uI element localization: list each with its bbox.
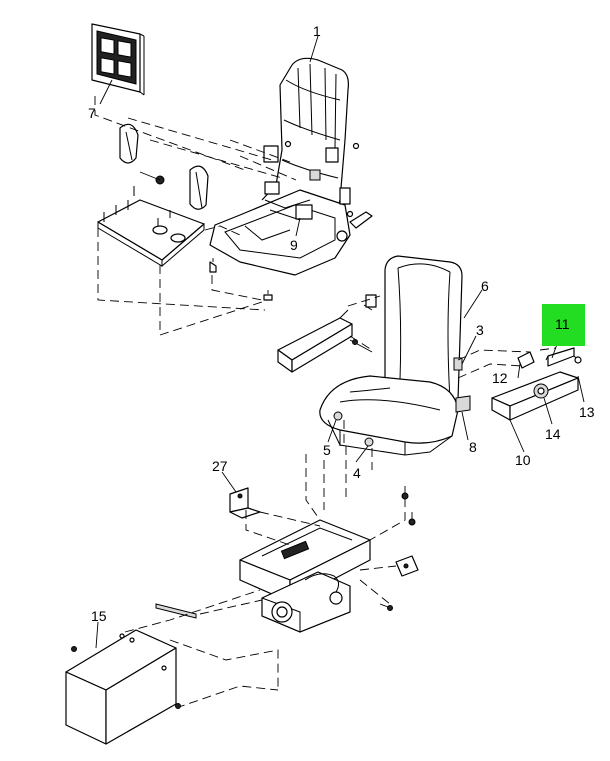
callout-9: 9 [290, 237, 298, 253]
part-15-storage-box [65, 629, 177, 745]
upper-exploded-guide-lines [94, 96, 297, 336]
callout-8: 8 [469, 439, 477, 455]
callout-1: 1 [313, 23, 321, 39]
part-7-label-card [91, 23, 145, 96]
callout-13: 13 [579, 404, 595, 420]
fasteners [71, 486, 416, 709]
callout-5: 5 [323, 442, 331, 458]
lower-exploded-guide-lines [124, 335, 406, 709]
seat-suspension-base [155, 519, 419, 633]
callout-14: 14 [545, 426, 561, 442]
seat-back-straps [119, 123, 209, 210]
callout-labels: 1 7 9 6 3 11 12 13 14 5 8 10 4 27 15 [88, 23, 595, 624]
callout-12: 12 [492, 370, 508, 386]
leader-lines [95, 35, 585, 649]
callout-27: 27 [212, 458, 228, 474]
part-1-seat-back-frame [209, 57, 373, 301]
callout-15: 15 [91, 608, 107, 624]
callout-7: 7 [88, 105, 96, 121]
left-armrest [277, 295, 381, 373]
part-27-bracket [229, 487, 261, 519]
seat-pan-plate [97, 186, 205, 268]
part-11-armrest-bracket [517, 347, 582, 369]
part-6-seat-cushion-assembly [319, 255, 471, 456]
callout-10: 10 [515, 452, 531, 468]
callout-6: 6 [481, 278, 489, 294]
callout-11: 11 [555, 316, 570, 332]
callout-3: 3 [476, 322, 484, 338]
callout-11-highlight [542, 304, 585, 346]
callout-4: 4 [353, 465, 361, 481]
